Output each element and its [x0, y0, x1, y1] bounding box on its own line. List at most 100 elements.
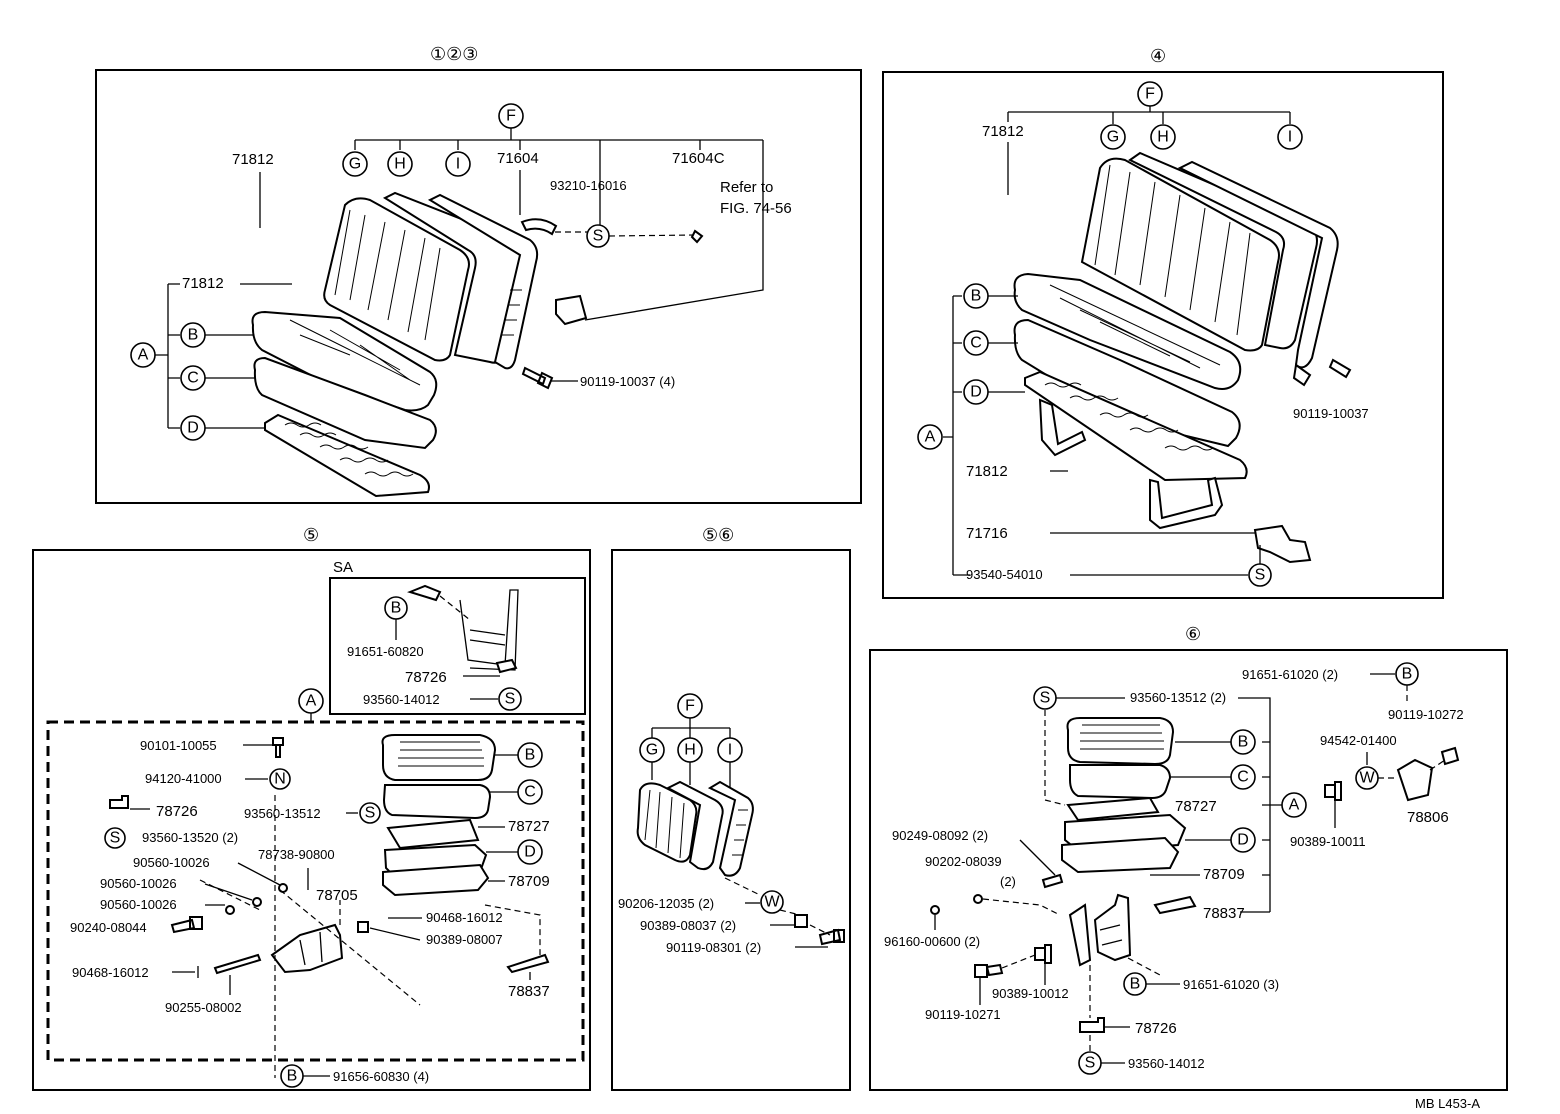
svg-text:G: G: [646, 742, 658, 759]
label-90119-08301: 90119-08301 (2): [666, 940, 761, 955]
callout-d: D: [517, 839, 543, 865]
assembly-a-frame: [46, 720, 585, 1062]
label-90240-08044: 90240-08044: [70, 920, 147, 935]
label-93560-14012: 93560-14012: [1128, 1056, 1205, 1071]
label-90206-12035: 90206-12035 (2): [618, 896, 714, 911]
svg-text:B: B: [188, 327, 199, 344]
clip-71604c: [690, 229, 704, 244]
seat-frame: [264, 413, 430, 498]
washer-96160: [930, 905, 940, 915]
callout-a: A: [130, 342, 156, 368]
panel-5: ⑤ SA B 91651-60820 78726 93560-14012 S A…: [32, 525, 591, 1091]
pad-78837: [1153, 895, 1197, 915]
label-93210-16016: 93210-16016: [550, 178, 627, 193]
seat-cushion-pad: [1013, 318, 1241, 448]
svg-text:G: G: [1107, 129, 1119, 146]
callout-g: G: [1100, 124, 1126, 150]
callout-s: S: [586, 224, 610, 248]
callout-b: B: [180, 322, 206, 348]
callout-a: A: [1281, 792, 1307, 818]
svg-text:A: A: [306, 693, 317, 710]
hinge-plate: [1068, 903, 1092, 967]
svg-text:I: I: [1288, 129, 1292, 146]
svg-text:C: C: [1237, 769, 1249, 786]
svg-text:D: D: [970, 384, 982, 401]
drawing-code: MB L453-A: [1415, 1096, 1480, 1111]
svg-text:W: W: [1359, 770, 1375, 787]
callout-a: A: [298, 688, 324, 714]
pad-78727: [1066, 796, 1160, 822]
clip-78726: [1079, 1017, 1105, 1033]
bolt-90389: [357, 921, 369, 933]
label-93540-54010: 93540-54010: [966, 567, 1043, 582]
bracket-71716: [1253, 524, 1312, 564]
label-90468-16012-a: 90468-16012: [426, 910, 503, 925]
panel-123-frame: [95, 69, 862, 504]
callout-i: I: [717, 737, 743, 763]
callout-s-13520: S: [104, 827, 126, 849]
a-bracket: [943, 295, 970, 576]
seat-leg-rear: [1149, 476, 1224, 530]
label-78837: 78837: [508, 983, 550, 1000]
pad-78837: [506, 953, 550, 974]
panel-5-title: ⑤: [303, 525, 319, 545]
callout-a: A: [917, 424, 943, 450]
svg-text:B: B: [1238, 734, 1249, 751]
label-78806: 78806: [1407, 809, 1449, 826]
label-90468-16012-b: 90468-16012: [72, 965, 149, 980]
cushion-c: [382, 784, 492, 820]
label-91651-60820: 91651-60820: [347, 644, 424, 659]
cushion-c: [1069, 764, 1172, 800]
label-refer-to: Refer to: [720, 179, 773, 196]
label-78837: 78837: [1203, 905, 1245, 922]
callout-h: H: [387, 151, 413, 177]
label-90255-08002: 90255-08002: [165, 1000, 242, 1015]
label-71812-top: 71812: [982, 123, 1024, 140]
sa-callout-s: S: [498, 687, 522, 711]
bolt-90119-10272: [1440, 746, 1460, 766]
clip-78726: [109, 795, 129, 809]
panel-56: ⑤⑥ F G H I 90206-12035 (2) W 90389-08037…: [611, 525, 851, 1091]
label-91651-61020-low: 91651-61020 (3): [1183, 977, 1279, 992]
svg-text:B: B: [525, 747, 536, 764]
callout-h: H: [677, 737, 703, 763]
svg-text:H: H: [684, 742, 696, 759]
callout-c: C: [963, 330, 989, 356]
washer-b: [252, 897, 262, 907]
label-90101-10055: 90101-10055: [140, 738, 217, 753]
callout-h: H: [1150, 124, 1176, 150]
bolt-90389-08037: [794, 914, 808, 928]
frame-78709: [382, 863, 490, 897]
washer-c: [225, 905, 235, 915]
sa-label: SA: [333, 559, 353, 576]
panel-123: ①②③ F G H I 71812 71604 93210-16016 7160…: [95, 44, 862, 504]
seat-frame: [1024, 370, 1248, 482]
pin-90255: [213, 953, 262, 975]
callout-b: B: [963, 283, 989, 309]
label-90119-10037-4: 90119-10037 (4): [580, 374, 675, 389]
pad-78727: [386, 818, 480, 850]
callout-i: I: [1277, 124, 1303, 150]
label-90202-qty: (2): [1000, 874, 1016, 889]
label-94120-41000: 94120-41000: [145, 771, 222, 786]
callout-s-low: S: [1078, 1051, 1102, 1075]
label-91651-61020-top: 91651-61020 (2): [1242, 667, 1338, 682]
callout-f: F: [1137, 81, 1163, 107]
label-71716: 71716: [966, 525, 1008, 542]
svg-text:S: S: [110, 830, 121, 847]
svg-text:G: G: [349, 156, 361, 173]
bolt-90119-10037: [1328, 358, 1352, 379]
label-fig-74-56: FIG. 74-56: [720, 200, 792, 217]
svg-text:H: H: [1157, 129, 1169, 146]
panel-56-title: ⑤⑥: [702, 525, 734, 545]
a-bracket: [1238, 697, 1282, 913]
label-93560-13512: 93560-13512: [244, 806, 321, 821]
callout-g: G: [342, 151, 368, 177]
bolt-90119-10271: [974, 963, 1004, 978]
svg-text:S: S: [365, 805, 376, 822]
svg-text:H: H: [394, 156, 406, 173]
label-71812-mid: 71812: [182, 275, 224, 292]
label-90560-10026-c: 90560-10026: [100, 897, 177, 912]
svg-text:S: S: [505, 691, 516, 708]
